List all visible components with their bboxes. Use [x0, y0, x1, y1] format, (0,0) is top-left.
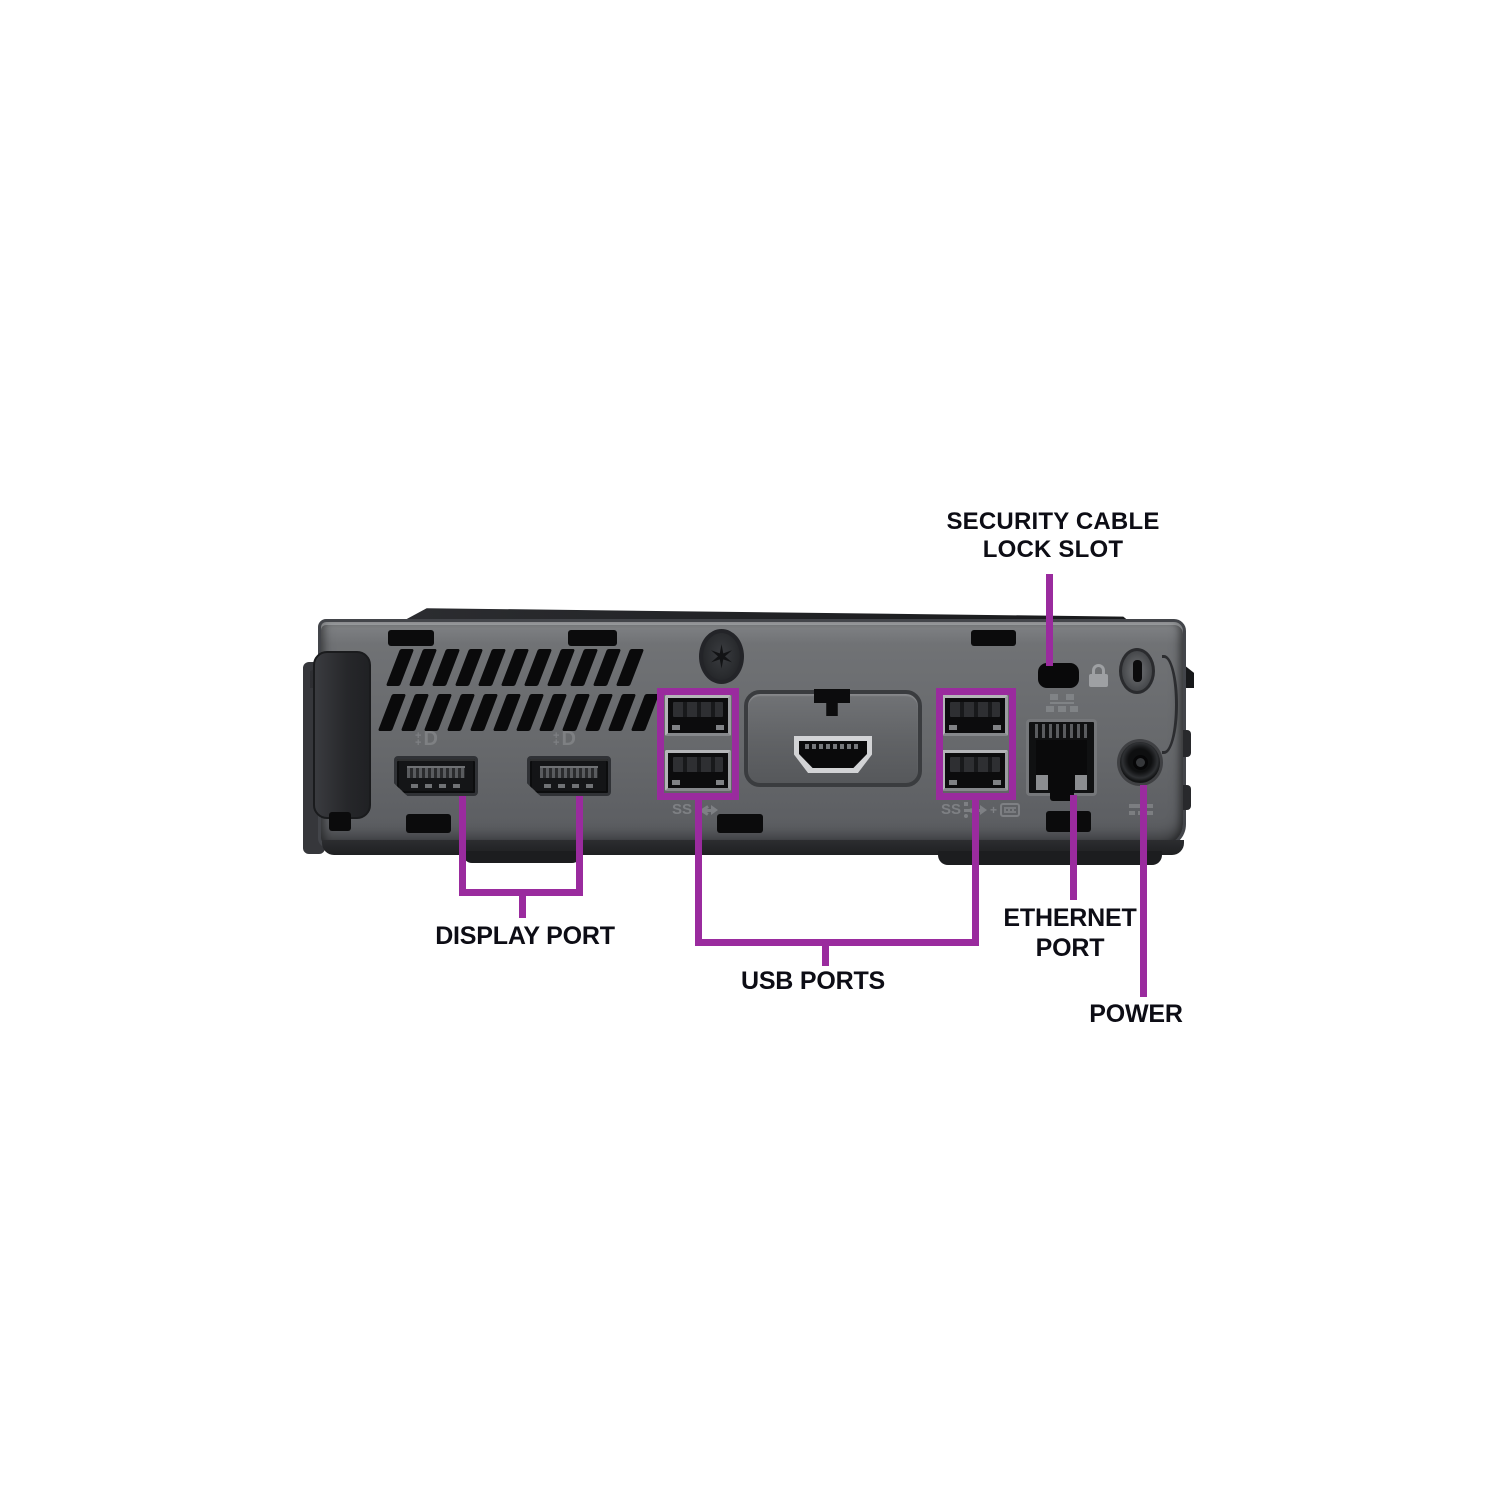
power-jack: [1117, 739, 1163, 786]
panel-tab: [971, 630, 1016, 646]
usb-contact: [949, 780, 957, 785]
panel-cutout: [329, 812, 351, 831]
security-pointer-line: [1046, 574, 1053, 666]
usb-bracket: [695, 939, 979, 946]
hdmi-opening: [799, 741, 867, 768]
usb-contact: [716, 780, 724, 785]
usb-contact: [993, 725, 1001, 730]
usb-ports-label: USB PORTS: [740, 967, 886, 995]
edge-notch: [1183, 785, 1191, 810]
usb-port-4: [942, 750, 1008, 791]
power-label: POWER: [1089, 1000, 1183, 1028]
padlock-icon: [1089, 664, 1108, 687]
displayport-logo-icon: ++ D: [553, 728, 576, 750]
rj45-step: [1075, 775, 1087, 790]
security-cable-lock-slot: [1038, 663, 1079, 688]
network-icon: [1046, 694, 1078, 713]
rj45-step: [1036, 775, 1048, 790]
usb-pointer-line: [972, 798, 979, 939]
panel-cutout: [406, 814, 451, 833]
chassis-foot-right: [938, 851, 1162, 865]
displayport-pointer-line: [459, 796, 466, 889]
usb-superspeed-keyboard-icon: SS +: [941, 801, 1021, 818]
usb-pointer-line: [695, 798, 702, 939]
panel-cutout: [1046, 811, 1091, 832]
ethernet-port-label: ETHERNET PORT: [1003, 904, 1137, 962]
displayport-contacts: [544, 784, 594, 788]
usb-tongue: [950, 757, 1000, 772]
power-pointer-line: [1140, 785, 1147, 997]
usb-port-2: [665, 750, 731, 791]
displayport-stem: [519, 896, 526, 918]
displayport-pointer-line: [576, 796, 583, 889]
usb-tongue: [950, 702, 1000, 717]
usb-right-highlight-box: [936, 688, 1016, 800]
usb-contact: [993, 780, 1001, 785]
usb-contact: [949, 725, 957, 730]
ethernet-port: [1026, 719, 1097, 801]
security-cable-lock-slot-label: SECURITY CABLE LOCK SLOT: [946, 508, 1160, 563]
hdmi-port: [794, 736, 872, 773]
displayport-pins: [407, 766, 465, 778]
usb-tongue: [673, 757, 723, 772]
rj45-contacts: [1035, 724, 1088, 738]
usb-port-1: [665, 695, 731, 736]
chassis-foot-left: [463, 851, 581, 863]
usb-contact: [672, 780, 680, 785]
displayport-pins: [540, 766, 598, 778]
panel-tab: [568, 630, 617, 646]
rj45-clip-slot: [1049, 787, 1074, 801]
panel-cutout: [717, 814, 763, 833]
usb-left-highlight-box: [657, 688, 739, 800]
usb-port-3: [942, 695, 1008, 736]
displayport-port-1: [394, 756, 478, 796]
displayport-bracket: [459, 889, 583, 896]
vent-grille-row-2: [377, 694, 660, 731]
keyboard-icon: [1000, 802, 1021, 817]
hdmi-pins: [805, 744, 861, 749]
loop-slot: [1132, 660, 1142, 682]
vent-grille-row-1: [385, 649, 645, 686]
displayport-contacts: [411, 784, 461, 788]
usb-tongue: [673, 702, 723, 717]
usb-stem: [822, 946, 829, 966]
usb-contact: [716, 725, 724, 730]
edge-notch: [1183, 730, 1191, 757]
power-pin: [1135, 758, 1145, 767]
displayport-logo-icon: ++ D: [415, 728, 438, 750]
thumbscrew-icon: ✶: [699, 629, 744, 684]
padlock-loop-recess: [1119, 648, 1155, 694]
displayport-port-2: [527, 756, 611, 796]
side-latch-handle: [313, 651, 371, 819]
display-port-label: DISPLAY PORT: [435, 922, 615, 950]
panel-tab: [388, 630, 434, 646]
ethernet-pointer-line: [1070, 795, 1077, 900]
usb-contact: [672, 725, 680, 730]
